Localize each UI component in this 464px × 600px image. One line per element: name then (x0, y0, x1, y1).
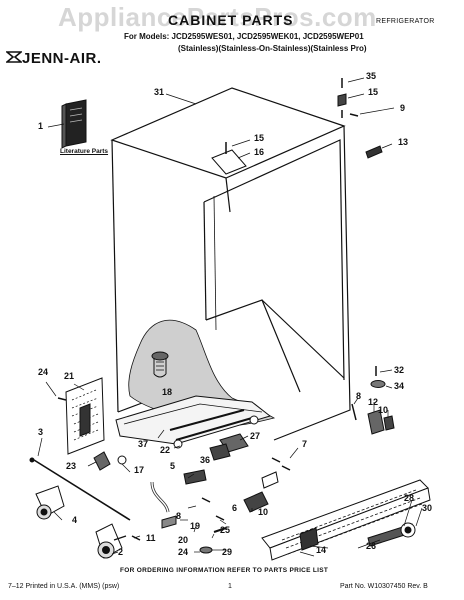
part-22 (161, 515, 177, 529)
document-part-number: Part No. W10307450 Rev. B (340, 583, 428, 590)
callout-11[interactable]: 11 (146, 533, 156, 543)
lower-bracket-assembly (115, 395, 272, 449)
kick-plate-14 (261, 479, 431, 561)
callout-21[interactable]: 21 (64, 371, 75, 381)
part-27 (209, 433, 249, 461)
callout-31[interactable]: 31 (154, 87, 165, 97)
callout-24-lower[interactable]: 24 (178, 547, 189, 557)
callout-34[interactable]: 34 (394, 381, 405, 391)
callout-8-right[interactable]: 8 (356, 391, 362, 401)
callout-15-right[interactable]: 15 (368, 87, 379, 97)
model-list: For Models: JCD2595WES01, JCD2595WEK01, … (124, 32, 364, 41)
callout-6[interactable]: 6 (232, 503, 238, 513)
callout-37[interactable]: 37 (138, 439, 149, 449)
callout-10-right[interactable]: 10 (378, 405, 389, 415)
callout-14[interactable]: 14 (316, 545, 327, 555)
callout-5[interactable]: 5 (170, 461, 176, 471)
rod-3 (33, 459, 131, 521)
part-34 (370, 380, 386, 388)
callout-36[interactable]: 36 (200, 455, 211, 465)
callout-22[interactable]: 22 (160, 445, 171, 455)
callout-15-center[interactable]: 15 (254, 133, 265, 143)
part-29 (199, 546, 213, 554)
callout-16[interactable]: 16 (254, 147, 265, 157)
callout-25[interactable]: 25 (220, 525, 231, 535)
part-23 (93, 451, 111, 471)
grommet-18 (151, 351, 169, 378)
appliance-type: REFRIGERATOR (376, 18, 435, 25)
callout-26[interactable]: 26 (366, 541, 377, 551)
callout-13[interactable]: 13 (398, 137, 409, 147)
callout-35[interactable]: 35 (366, 71, 377, 81)
callout-24-upper[interactable]: 24 (38, 367, 49, 377)
part-5 (183, 469, 207, 485)
callout-17[interactable]: 17 (134, 465, 145, 475)
callout-29[interactable]: 29 (222, 547, 233, 557)
callout-32[interactable]: 32 (394, 365, 405, 375)
ordering-info: FOR ORDERING INFORMATION REFER TO PARTS … (120, 567, 329, 574)
callout-28[interactable]: 28 (404, 493, 415, 503)
literature-parts-label: Literature Parts (60, 148, 109, 155)
model-variants: (Stainless)(Stainless-On-Stainless)(Stai… (178, 44, 367, 53)
literature-booklet (61, 99, 87, 149)
watermark: AppliancePartsPros.com (58, 2, 377, 32)
callout-3[interactable]: 3 (38, 427, 44, 437)
part-13 (365, 145, 383, 159)
callout-20[interactable]: 20 (178, 535, 189, 545)
callout-1[interactable]: 1 (38, 121, 44, 131)
wheel-4 (35, 485, 65, 520)
brand-name: JENN-AIR. (22, 50, 102, 67)
side-panel-21 (65, 377, 105, 455)
part-10-right (383, 415, 395, 431)
callout-23[interactable]: 23 (66, 461, 77, 471)
brand-logo-icon (6, 51, 22, 63)
part-10-lower (243, 491, 269, 513)
callout-19[interactable]: 19 (190, 521, 201, 531)
part-17 (117, 455, 127, 465)
callout-10-lower[interactable]: 10 (258, 507, 269, 517)
callout-9[interactable]: 9 (400, 103, 406, 113)
part-12 (367, 409, 385, 435)
print-info: 7–12 Printed in U.S.A. (MMS) (psw) (8, 583, 120, 590)
callout-8-lower[interactable]: 8 (176, 511, 182, 521)
callout-18[interactable]: 18 (162, 387, 173, 397)
callout-7[interactable]: 7 (302, 439, 308, 449)
page-title: CABINET PARTS (168, 12, 294, 28)
part-25 (213, 527, 227, 533)
leader-lines (37, 77, 423, 557)
callout-30[interactable]: 30 (422, 503, 433, 513)
page-number: 1 (228, 583, 232, 590)
callout-2[interactable]: 2 (118, 547, 124, 557)
callout-27[interactable]: 27 (250, 431, 261, 441)
callout-12[interactable]: 12 (368, 397, 379, 407)
callout-4[interactable]: 4 (72, 515, 78, 525)
wheel-2 (95, 523, 127, 559)
